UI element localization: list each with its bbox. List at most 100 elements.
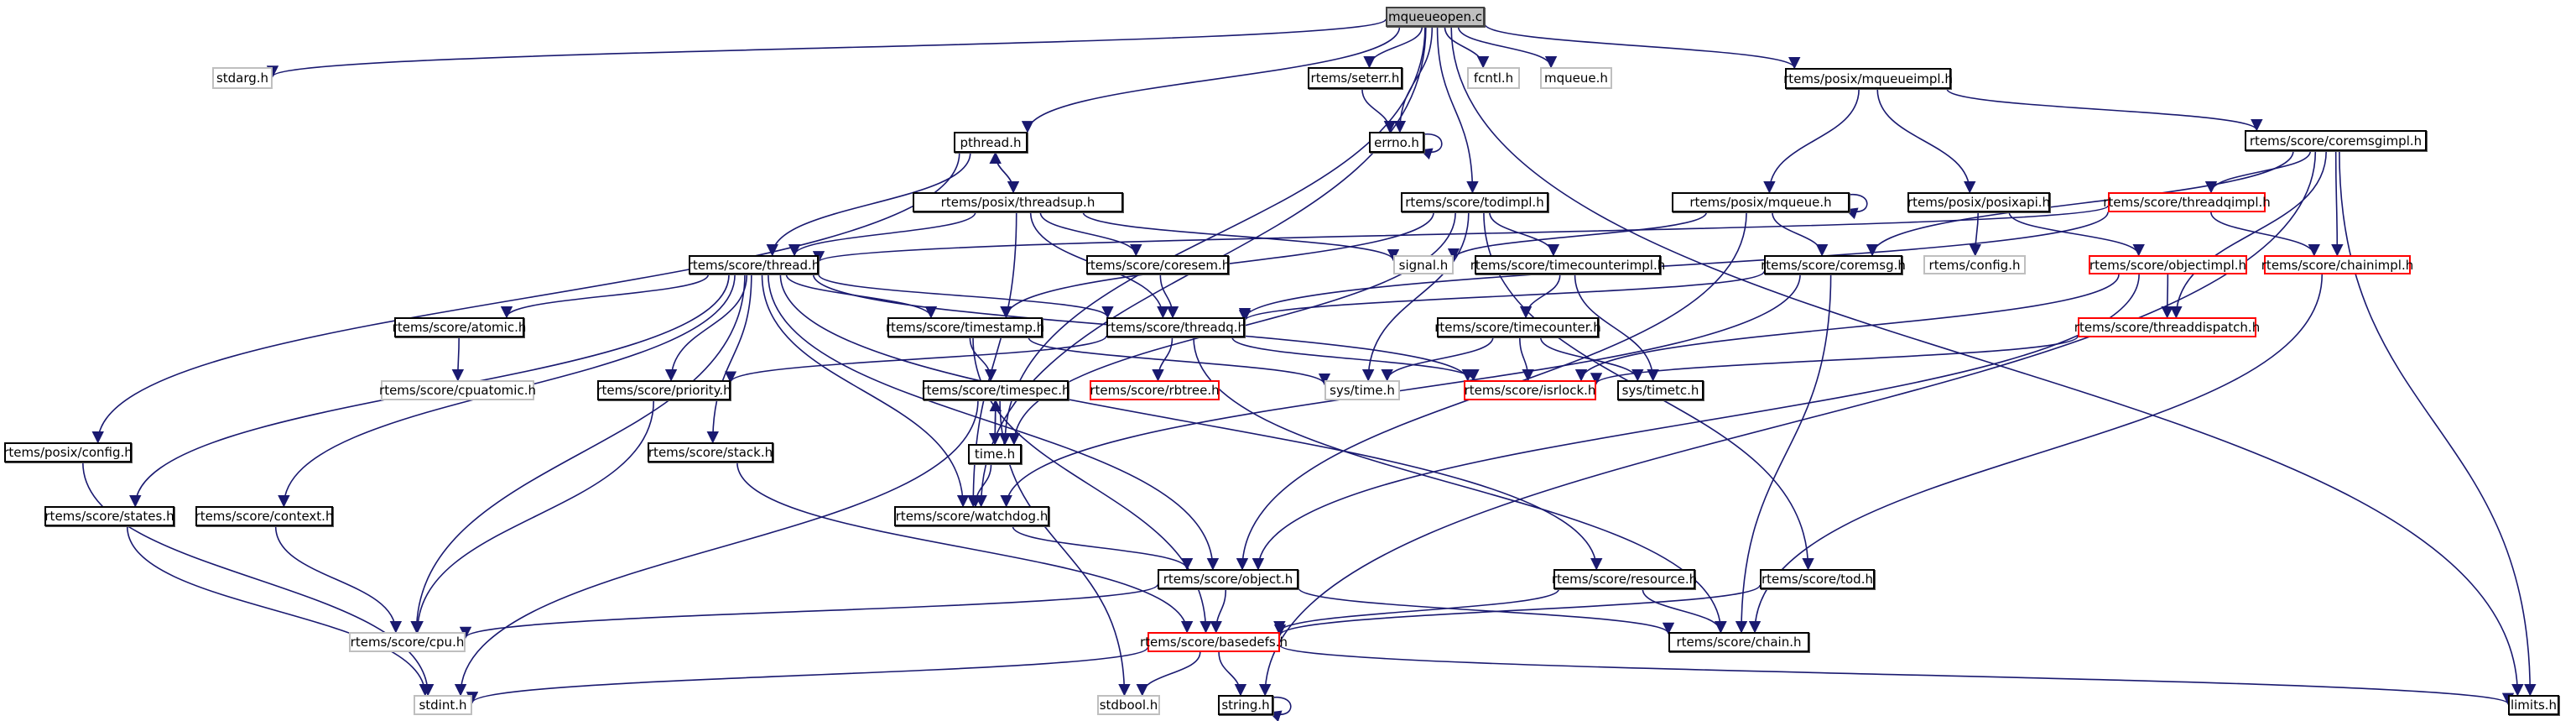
- edge-coremsg-to-threadq: [1239, 270, 1765, 322]
- node-isrlock[interactable]: rtems/score/isrlock.h: [1464, 380, 1596, 400]
- edge-timestamp-to-timespec: [969, 337, 997, 382]
- node-watchdog[interactable]: rtems/score/watchdog.h: [894, 506, 1049, 526]
- node-context[interactable]: rtems/score/context.h: [195, 506, 333, 526]
- node-posixmqueue[interactable]: rtems/posix/mqueue.h: [1672, 192, 1850, 212]
- node-signal[interactable]: signal.h: [1393, 255, 1454, 274]
- edge-resource-to-chain: [1642, 588, 1727, 634]
- node-fcntl[interactable]: fcntl.h: [1467, 67, 1520, 89]
- node-thread[interactable]: rtems/score/thread.h: [688, 255, 820, 274]
- node-stack[interactable]: rtems/score/stack.h: [648, 442, 773, 462]
- edge-threadq-to-rbtree: [1152, 337, 1174, 382]
- edge-timecounterimpl-to-systimetc: [1574, 274, 1659, 382]
- node-timestamp[interactable]: rtems/score/timestamp.h: [886, 317, 1044, 337]
- node-systimetc[interactable]: sys/timetc.h: [1617, 380, 1704, 400]
- edge-timestamp-to-systime: [1028, 337, 1331, 386]
- node-resource[interactable]: rtems/score/resource.h: [1552, 569, 1697, 589]
- node-threadqimpl[interactable]: rtems/score/threadqimpl.h: [2103, 192, 2271, 212]
- edge-thread-to-watchdog: [761, 274, 970, 508]
- node-coremsgimpl[interactable]: rtems/score/coremsgimpl.h: [2245, 130, 2427, 151]
- edge-basedefs-to-limits: [1279, 645, 2514, 705]
- edge-threadqimpl-to-thread: [813, 205, 2109, 264]
- edge-watchdog-to-object: [1012, 525, 1194, 571]
- node-tod[interactable]: rtems/score/tod.h: [1760, 569, 1875, 589]
- node-threaddispatch[interactable]: rtems/score/threaddispatch.h: [2074, 317, 2260, 337]
- edge-states-to-stdint: [126, 525, 431, 697]
- edge-mqueueimpl-to-posixmqueue: [1763, 88, 1860, 194]
- node-states[interactable]: rtems/score/states.h: [44, 506, 174, 526]
- edge-thread-to-atomic: [500, 274, 710, 319]
- node-coremsg[interactable]: rtems/score/coremsg.h: [1761, 255, 1906, 274]
- edge-pthread-to-thread: [766, 152, 971, 257]
- edge-object-to-basedefs: [1210, 588, 1227, 634]
- node-pthread[interactable]: pthread.h: [954, 132, 1028, 153]
- edge-basedefs-to-string: [1218, 651, 1247, 697]
- edge-chainimpl-to-chain: [1748, 274, 2324, 634]
- node-posixconfig[interactable]: rtems/posix/config.h: [3, 442, 133, 462]
- node-rbtree[interactable]: rtems/score/rbtree.h: [1090, 380, 1220, 400]
- edge-mqueueopen-to-fcntl: [1444, 26, 1490, 69]
- edge-mqueueopen-to-mqueue: [1457, 26, 1558, 69]
- edge-threadq-to-priority: [725, 335, 1107, 384]
- edge-time-to-watchdog: [969, 463, 992, 508]
- edge-tod-to-basedefs: [1274, 584, 1761, 637]
- edge-timecounter-to-systimetc: [1539, 337, 1644, 382]
- edge-thread-to-cpu: [410, 274, 746, 634]
- node-threadsup[interactable]: rtems/posix/threadsup.h: [913, 192, 1123, 212]
- node-chainimpl[interactable]: rtems/score/chainimpl.h: [2261, 255, 2413, 274]
- node-objectimpl[interactable]: rtems/score/objectimpl.h: [2089, 255, 2247, 274]
- node-cpuatomic[interactable]: rtems/score/cpuatomic.h: [379, 380, 536, 400]
- edge-objectimpl-to-object: [1252, 274, 2140, 571]
- edge-pthread-to-posixconfig: [91, 152, 960, 444]
- edge-thread-to-threadq: [818, 274, 1114, 319]
- node-limits[interactable]: limits.h: [2508, 695, 2559, 715]
- node-mqueueopen[interactable]: mqueueopen.c: [1386, 7, 1485, 27]
- node-timespec[interactable]: rtems/score/timespec.h: [921, 380, 1070, 400]
- node-timecounterimpl[interactable]: rtems/score/timecounterimpl.h: [1470, 255, 1665, 274]
- edge-atomic-to-cpuatomic: [451, 337, 465, 382]
- edge-object-to-chain: [1298, 587, 1674, 635]
- node-chain[interactable]: rtems/score/chain.h: [1668, 632, 1809, 652]
- node-priority[interactable]: rtems/score/priority.h: [596, 380, 731, 400]
- node-systime[interactable]: sys/time.h: [1324, 380, 1400, 400]
- edge-mqueueopen-to-seterr: [1363, 26, 1423, 69]
- node-stdint[interactable]: stdint.h: [414, 695, 472, 715]
- edge-threadqimpl-to-chainimpl: [2210, 212, 2320, 257]
- edge-timecounterimpl-to-timecounter: [1519, 274, 1561, 319]
- edge-coresem-to-threadq: [1159, 274, 1179, 319]
- node-mqueue[interactable]: mqueue.h: [1540, 67, 1612, 89]
- edge-resource-to-basedefs: [1273, 588, 1559, 634]
- edge-todimpl-to-timecounterimpl: [1489, 212, 1560, 257]
- node-object[interactable]: rtems/score/object.h: [1158, 569, 1298, 589]
- edges-layer: [82, 18, 2537, 721]
- node-basedefs[interactable]: rtems/score/basedefs.h: [1140, 632, 1288, 652]
- edge-timecounter-to-isrlock: [1519, 337, 1534, 382]
- node-todimpl[interactable]: rtems/score/todimpl.h: [1401, 192, 1548, 212]
- node-cpu[interactable]: rtems/score/cpu.h: [349, 632, 466, 652]
- edge-mqueueopen-to-todimpl: [1436, 26, 1479, 194]
- edge-stack-to-basedefs: [736, 462, 1194, 634]
- node-coresem[interactable]: rtems/score/coresem.h: [1085, 255, 1230, 274]
- node-stdbool[interactable]: stdbool.h: [1097, 695, 1160, 715]
- edge-basedefs-to-stdbool: [1136, 651, 1201, 697]
- node-threadq[interactable]: rtems/score/threadq.h: [1106, 317, 1246, 337]
- node-seterr[interactable]: rtems/seterr.h: [1308, 67, 1402, 89]
- edge-string-to-string: [1264, 697, 1292, 721]
- edge-objectimpl-to-isrlock: [1574, 274, 2120, 382]
- node-stdarg[interactable]: stdarg.h: [212, 67, 273, 89]
- edge-posixmqueue-to-posixmqueue: [1840, 194, 1868, 220]
- node-time[interactable]: time.h: [968, 444, 1022, 464]
- node-config[interactable]: rtems/config.h: [1923, 255, 2026, 274]
- edge-threadqimpl-to-threadq: [1239, 212, 2109, 321]
- edge-coremsgimpl-to-string: [1259, 150, 2317, 697]
- edge-mqueueimpl-to-coremsgimpl: [1946, 88, 2263, 132]
- node-errno[interactable]: errno.h: [1369, 132, 1424, 153]
- edge-threadsup-to-signal: [1082, 212, 1400, 262]
- node-posixapi[interactable]: rtems/posix/posixapi.h: [1907, 192, 2050, 212]
- edge-todimpl-to-systime: [1361, 212, 1470, 382]
- node-atomic[interactable]: rtems/score/atomic.h: [393, 317, 526, 337]
- edge-timecounter-to-systime: [1381, 337, 1494, 382]
- node-timecounter[interactable]: rtems/score/timecounter.h: [1434, 317, 1601, 337]
- node-string[interactable]: string.h: [1218, 695, 1273, 715]
- node-mqueueimpl[interactable]: rtems/posix/mqueueimpl.h: [1783, 68, 1953, 89]
